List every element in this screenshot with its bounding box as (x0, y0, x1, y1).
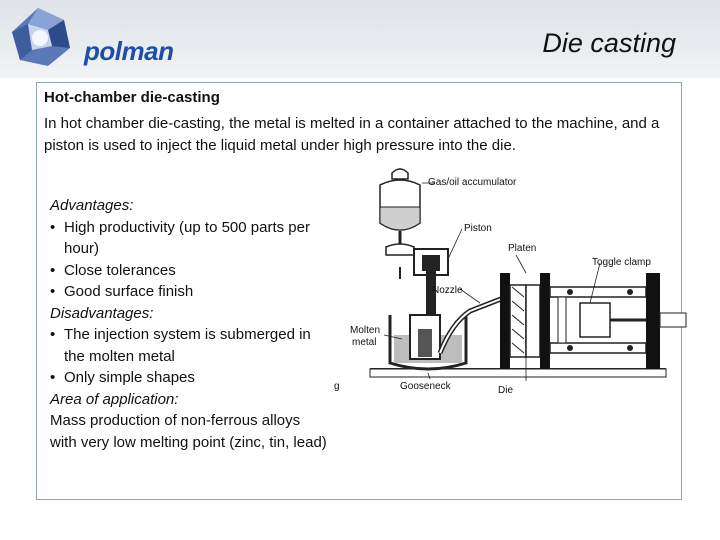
hot-chamber-diagram: Gas/oil accumulator Piston Platen Toggle… (334, 168, 687, 396)
piston (399, 248, 449, 335)
label-toggle-clamp: Toggle clamp (592, 257, 651, 268)
label-molten-2: metal (352, 337, 376, 348)
polman-logo: polman (8, 6, 178, 70)
advantages-label: Advantages: (50, 197, 134, 214)
details-list: Advantages: •High productivity (up to 50… (50, 195, 330, 453)
label-nozzle: Nozzle (432, 285, 463, 296)
molten-metal-pot (388, 314, 468, 371)
application-label: Area of application: (50, 390, 179, 408)
advantage-item: •Close tolerances (50, 261, 176, 279)
section-heading: Hot-chamber die-casting (44, 89, 220, 106)
advantage-item: •High productivity (up to 500 parts per … (50, 218, 310, 258)
label-gooseneck: Gooseneck (400, 381, 452, 392)
intro-paragraph: In hot chamber die-casting, the metal is… (44, 115, 660, 154)
label-accumulator: Gas/oil accumulator (428, 177, 517, 188)
header-band (0, 0, 720, 78)
label-molten-1: Molten (350, 325, 380, 336)
toggle-clamp (549, 273, 687, 369)
disadvantages-label: Disadvantages: (50, 304, 154, 322)
die-and-platen (500, 273, 550, 369)
logo-text: polman (84, 36, 174, 66)
advantage-item: •Good surface finish (50, 283, 194, 300)
disadvantage-item: •The injection system is submerged in th… (50, 326, 311, 365)
stray-glyph: g (334, 381, 340, 392)
label-piston: Piston (464, 223, 492, 234)
disadvantage-item: •Only simple shapes (50, 369, 195, 386)
application-text: Mass production of non-ferrous alloys wi… (50, 412, 327, 451)
label-platen: Platen (508, 243, 536, 254)
slide-title: Die casting (542, 28, 676, 58)
logo-emblem-icon (12, 8, 70, 66)
label-die: Die (498, 385, 513, 396)
gas-oil-accumulator (379, 168, 421, 256)
